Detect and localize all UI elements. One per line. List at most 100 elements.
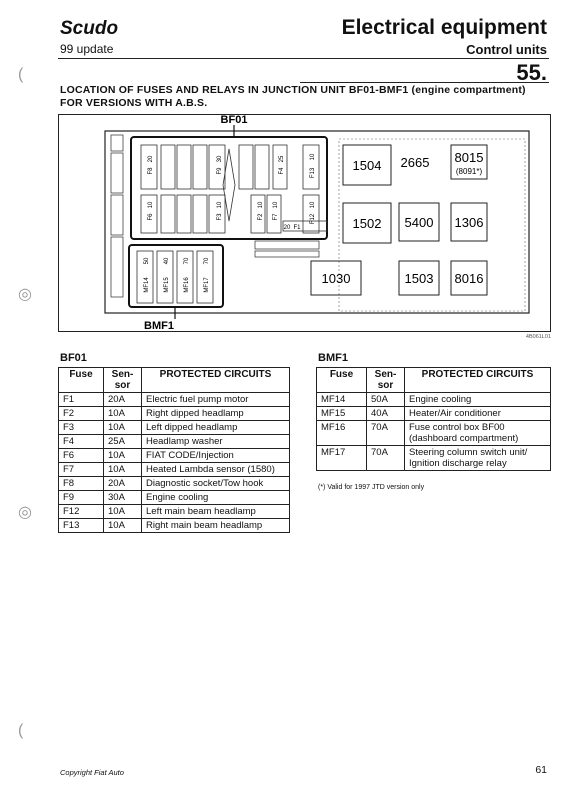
circuit-cell: Left dipped headlamp: [141, 420, 290, 435]
fuse-cell: F8: [58, 476, 104, 491]
sensor-column-header: Sen- sor: [103, 367, 142, 393]
fuse-cell: F1: [58, 392, 104, 407]
bf01-table-title: BF01: [60, 352, 87, 364]
sensor-cell: 20A: [103, 476, 142, 491]
fuse-mf14-amp: 50: [144, 257, 150, 264]
sensor-cell: 10A: [103, 518, 142, 533]
lower-fuse-row: [140, 194, 320, 234]
fuse-column-header: Fuse: [58, 367, 104, 393]
header-rule: [58, 58, 549, 59]
sensor-cell: 70A: [366, 420, 405, 446]
fuse-f13-amp: 10: [310, 153, 316, 160]
fuse-f3-amp: 10: [217, 201, 223, 208]
fuse-cell: MF17: [316, 445, 367, 471]
relay-8015-number: 8015: [455, 150, 484, 165]
relay-1504: [342, 144, 392, 186]
fuse-f12-amp: 10: [310, 201, 316, 208]
sensor-cell: 10A: [103, 504, 142, 519]
sensor-cell: 10A: [103, 448, 142, 463]
sensor-cell: 10A: [103, 420, 142, 435]
circuit-cell: Engine cooling: [404, 392, 551, 407]
bf01-label: BF01: [221, 115, 248, 126]
relay-grid: 1504 2665 8015 (8091*) 1502 5400 1306 10…: [310, 144, 488, 296]
fuse-f7-amp: 10: [273, 201, 279, 208]
sensor-cell: 10A: [103, 462, 142, 477]
sensor-cell: 40A: [366, 406, 405, 421]
fuse-f13-label: F13: [310, 167, 316, 178]
header-rule-short: [300, 82, 549, 83]
relay-8015: [450, 144, 488, 180]
fuse-cell: F7: [58, 462, 104, 477]
binder-hole-mark: (: [18, 722, 24, 739]
fuse-f6-label: F6: [148, 213, 154, 221]
sensor-cell: 10A: [103, 406, 142, 421]
sensor-cell: 20A: [103, 392, 142, 407]
update-label: 99 update: [60, 42, 114, 56]
table-header-row: Fuse Sen- sor PROTECTED CIRCUITS: [316, 367, 551, 393]
fuse-f8-amp: 20: [148, 155, 154, 162]
circuit-cell: Right dipped headlamp: [141, 406, 290, 421]
fuse-cell: F3: [58, 420, 104, 435]
lower-fuse-labels: F6 10 F3 10 F2 10 F12 10 F7 10 F1 20: [148, 201, 316, 231]
fuse-mf17-amp: 70: [204, 257, 210, 264]
relay-5400-number: 5400: [405, 215, 434, 230]
sensor-cell: 25A: [103, 434, 142, 449]
figure-caption: LOCATION OF FUSES AND RELAYS IN JUNCTION…: [60, 84, 560, 110]
upper-fuse-labels: F8 20 F9 30 F4 25 F13 10: [148, 153, 316, 178]
relay-5400: [398, 202, 440, 242]
circuits-column-header: PROTECTED CIRCUITS: [141, 367, 290, 393]
relay-2665-number: 2665: [401, 155, 430, 170]
brand-title: Scudo: [60, 18, 119, 39]
relay-1030-number: 1030: [322, 271, 351, 286]
caption-line-2: FOR VERSIONS WITH A.B.S.: [60, 97, 208, 109]
relay-1306: [450, 202, 488, 242]
fuse-f2-label: F2: [258, 213, 264, 221]
upper-fuse-row: [140, 144, 320, 190]
fuse-f9-amp: 30: [217, 155, 223, 162]
sensor-cell: 30A: [103, 490, 142, 505]
caption-line-1: LOCATION OF FUSES AND RELAYS IN JUNCTION…: [60, 84, 526, 96]
circuit-cell: FIAT CODE/Injection: [141, 448, 290, 463]
circuit-cell: Engine cooling: [141, 490, 290, 505]
relay-1502-number: 1502: [353, 216, 382, 231]
relay-1504-number: 1504: [353, 158, 382, 173]
relay-8016-number: 8016: [455, 271, 484, 286]
junction-unit-diagram: BF01 F8 20: [58, 114, 551, 332]
bf01-block: [130, 136, 328, 240]
fuse-f3-label: F3: [217, 213, 223, 221]
circuit-cell: Diagnostic socket/Tow hook: [141, 476, 290, 491]
junction-unit-drawing: BF01 F8 20: [104, 114, 530, 332]
binder-hole-mark: ◎: [18, 286, 32, 303]
housing-outline: [104, 130, 530, 314]
fuse-f9-label: F9: [217, 167, 223, 175]
bmf1-table-title: BMF1: [318, 352, 348, 364]
sensor-column-header: Sen- sor: [366, 367, 405, 393]
section-subtitle: Control units: [466, 42, 547, 57]
fuse-f1-label: F1: [293, 225, 301, 231]
relay-8015-note: (8091*): [456, 167, 483, 176]
bmf1-label: BMF1: [144, 320, 174, 330]
binder-hole-mark: (: [18, 66, 24, 83]
relay-8016: [450, 260, 488, 296]
table-header-row: Fuse Sen- sor PROTECTED CIRCUITS: [58, 367, 290, 393]
circuits-column-header: PROTECTED CIRCUITS: [404, 367, 551, 393]
fuse-cell: F6: [58, 448, 104, 463]
fuse-cell: F9: [58, 490, 104, 505]
fuse-cell: F13: [58, 518, 104, 533]
page-reference: 55.: [516, 60, 547, 85]
sensor-cell: 50A: [366, 392, 405, 407]
fuse-mf16-amp: 70: [184, 257, 190, 264]
fuse-f7-label: F7: [273, 213, 279, 221]
